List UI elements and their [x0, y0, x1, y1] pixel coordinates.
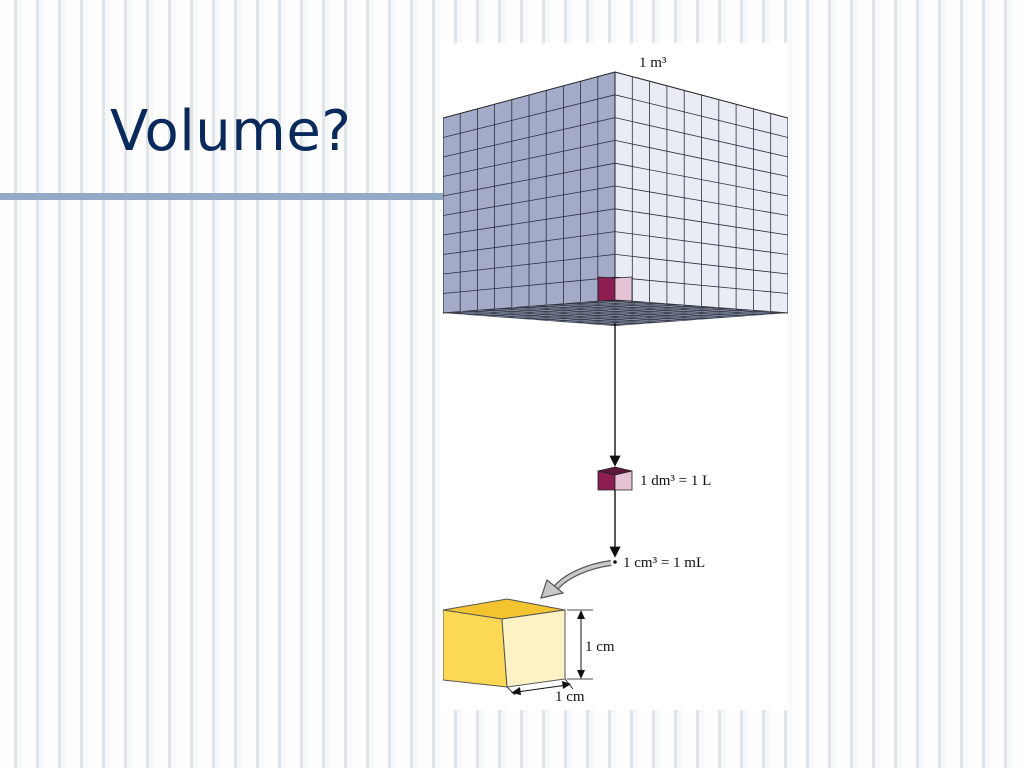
cubic-centimeter-cube — [443, 598, 566, 688]
cubic-meter-cube — [443, 71, 788, 326]
grid-line — [546, 307, 719, 322]
cubic-meter-label: 1 m³ — [639, 55, 667, 71]
grid-line — [528, 306, 702, 320]
width-dimension — [506, 678, 574, 696]
volume-diagram: 1 m³ 1 dm³ = 1 L 1 cm³ = 1 mL — [443, 43, 788, 710]
grid-line — [563, 308, 737, 323]
height-dimension — [567, 609, 593, 680]
small-cube-front — [443, 609, 508, 688]
highlight-dark-cell — [597, 276, 616, 302]
left-face-grid — [443, 76, 616, 312]
width-label: 1 cm — [555, 689, 585, 705]
grid-line — [614, 276, 788, 294]
grid-line — [597, 311, 771, 325]
volume-diagram-svg: 1 m³ 1 dm³ = 1 L 1 cm³ = 1 mL — [443, 55, 788, 705]
slide-title: Volume? — [110, 99, 352, 164]
grid-line — [580, 310, 754, 324]
grid-line — [443, 276, 616, 294]
grid-line — [443, 185, 616, 216]
grid-line — [580, 302, 754, 316]
grid-line — [614, 231, 788, 255]
grid-line — [443, 231, 616, 255]
bottom-face-grid — [460, 301, 771, 325]
small-cube-side — [501, 609, 566, 688]
grid-line — [597, 301, 771, 315]
grid-line — [614, 254, 788, 275]
cubic-decimeter-cube — [597, 466, 633, 491]
highlight-light-cell — [614, 276, 633, 302]
grid-line — [443, 208, 616, 236]
grid-line — [614, 185, 788, 216]
curved-arrow — [540, 560, 612, 599]
cubic-centimeter-label: 1 cm³ = 1 mL — [623, 555, 705, 571]
grid-line — [546, 304, 719, 319]
grid-line — [443, 254, 616, 275]
grid-line — [614, 208, 788, 236]
cubic-decimeter-label: 1 dm³ = 1 L — [640, 473, 711, 489]
cubic-centimeter-dot — [613, 560, 617, 564]
title-divider — [0, 193, 450, 200]
height-label: 1 cm — [585, 639, 615, 655]
right-face-grid — [614, 76, 788, 312]
grid-line — [563, 303, 737, 318]
